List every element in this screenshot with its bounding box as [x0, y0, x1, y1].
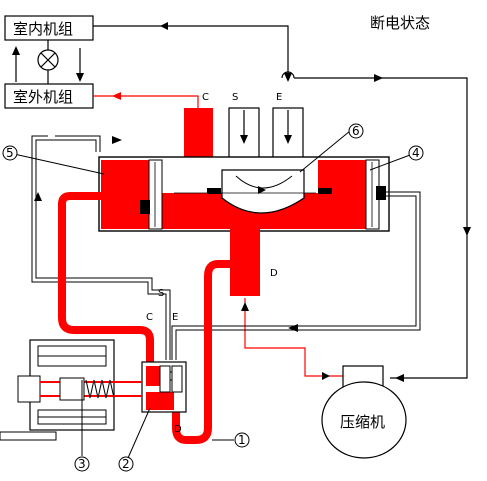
port-label-d-pilot: D [174, 424, 182, 435]
return-line-right [294, 74, 471, 382]
flow-arrow-up-left [12, 46, 20, 82]
pilot-valve-block [141, 361, 187, 413]
outdoor-unit-box: 室外机组 [4, 83, 94, 109]
capillary-tube-right [171, 191, 421, 360]
callout-1: 1 [212, 432, 250, 448]
callout-5: 5 [2, 145, 105, 175]
capillary-tube-left [31, 135, 171, 360]
callout-4: 4 [369, 145, 424, 171]
port-label-s-top: S [232, 92, 238, 103]
compressor-label: 压缩机 [340, 413, 385, 431]
port-label-c-top: C [202, 92, 209, 103]
callout-2: 2 [118, 407, 151, 472]
expansion-valve-icon [37, 40, 59, 84]
callout-6: 6 [299, 123, 364, 173]
high-pressure-tube [58, 192, 240, 444]
port-label-e-top: E [276, 92, 282, 103]
outdoor-unit-label: 室外机组 [13, 88, 73, 106]
main-valve-body [98, 156, 390, 232]
callout-1-number: 1 [238, 433, 246, 447]
callout-3-number: 3 [78, 457, 86, 471]
flow-arrow-down-right [76, 48, 84, 82]
port-label-d-main: D [270, 268, 278, 279]
diagram-title: 断电状态 [370, 14, 430, 32]
port-label-s-pilot: S [158, 288, 164, 299]
port-label-c-pilot: C [146, 312, 153, 323]
indoor-to-s-line [93, 22, 295, 82]
callout-3: 3 [74, 380, 90, 472]
callout-4-number: 4 [412, 146, 420, 160]
compressor: 压缩机 [321, 365, 407, 459]
callout-2-number: 2 [122, 457, 130, 471]
callout-5-number: 5 [6, 146, 14, 160]
solenoid-coil [0, 339, 142, 441]
indoor-unit-box: 室内机组 [4, 15, 94, 41]
port-label-e-pilot: E [172, 312, 178, 323]
callout-6-number: 6 [352, 124, 360, 138]
d-to-compressor-line [241, 298, 345, 380]
c-port-to-outdoor-line [93, 92, 199, 110]
indoor-unit-label: 室内机组 [13, 20, 73, 38]
